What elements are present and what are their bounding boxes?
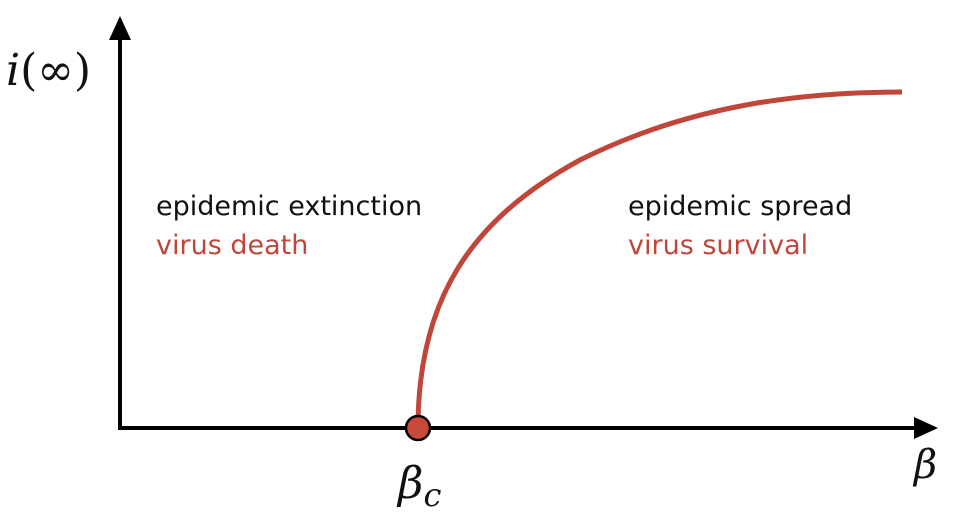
critical-point-marker [404, 414, 432, 442]
y-axis-label-main: i [6, 45, 20, 96]
critical-point-label-sub: c [423, 476, 441, 514]
order-parameter-curve [415, 89, 903, 429]
y-axis-label-paren: (∞) [20, 45, 91, 96]
x-axis-label: β [912, 442, 937, 488]
critical-point-label: βc [396, 458, 441, 514]
left-regime-title: epidemic extinction [156, 191, 422, 222]
left-regime-subtitle: virus death [156, 230, 308, 261]
right-regime-subtitle: virus survival [628, 230, 808, 261]
right-regime-title: epidemic spread [628, 191, 852, 222]
y-axis-label: i(∞) [6, 45, 91, 96]
x-axis-arrowhead [914, 417, 938, 439]
y-axis-arrowhead [109, 16, 131, 40]
critical-point-label-main: β [396, 458, 423, 509]
